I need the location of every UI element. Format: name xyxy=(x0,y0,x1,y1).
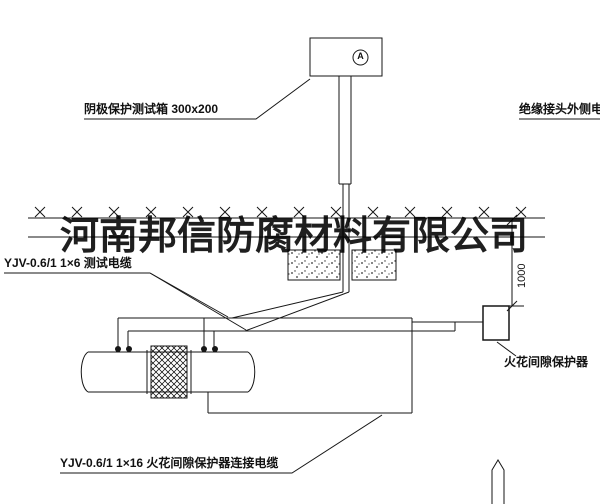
test-box-label: 阴极保护测试箱 300x200 xyxy=(84,102,219,116)
cable-conduit xyxy=(338,76,352,292)
pipe-section-symbol xyxy=(491,459,505,504)
pipeline xyxy=(80,345,256,399)
pipe-left-cap xyxy=(80,351,89,393)
outer-cable-label: 绝缘接头外侧电缆 xyxy=(519,102,600,116)
test-box-leader-line xyxy=(84,78,311,120)
test-cable-label: YJV-0.6/1 1×6 测试电缆 xyxy=(4,256,132,270)
ammeter-letter: A xyxy=(357,51,364,61)
dimension-text-1000: 1000 xyxy=(516,263,528,288)
insulating-joint xyxy=(150,345,188,399)
ground-hatch-marks xyxy=(34,206,527,218)
spark-gap-leader-line xyxy=(496,341,517,357)
cable-runs xyxy=(117,291,483,414)
pipe-right-cap xyxy=(247,351,256,393)
spark-gap-protector xyxy=(482,305,517,357)
test-cable-leader-lines xyxy=(4,272,247,331)
ammeter-circle-icon xyxy=(352,49,369,66)
test-box xyxy=(309,37,383,77)
ground-line xyxy=(28,217,545,238)
cable-weld-points xyxy=(115,346,218,352)
company-watermark: 河南邦信防腐材料有限公司 xyxy=(60,215,529,258)
spark-gap-label: 火花间隙保护器 xyxy=(504,355,589,369)
spark-gap-cable-leader-line xyxy=(60,414,383,474)
spark-gap-cable-label: YJV-0.6/1 1×16 火花间隙保护器连接电缆 xyxy=(60,456,279,470)
concrete-blocks xyxy=(287,249,397,281)
